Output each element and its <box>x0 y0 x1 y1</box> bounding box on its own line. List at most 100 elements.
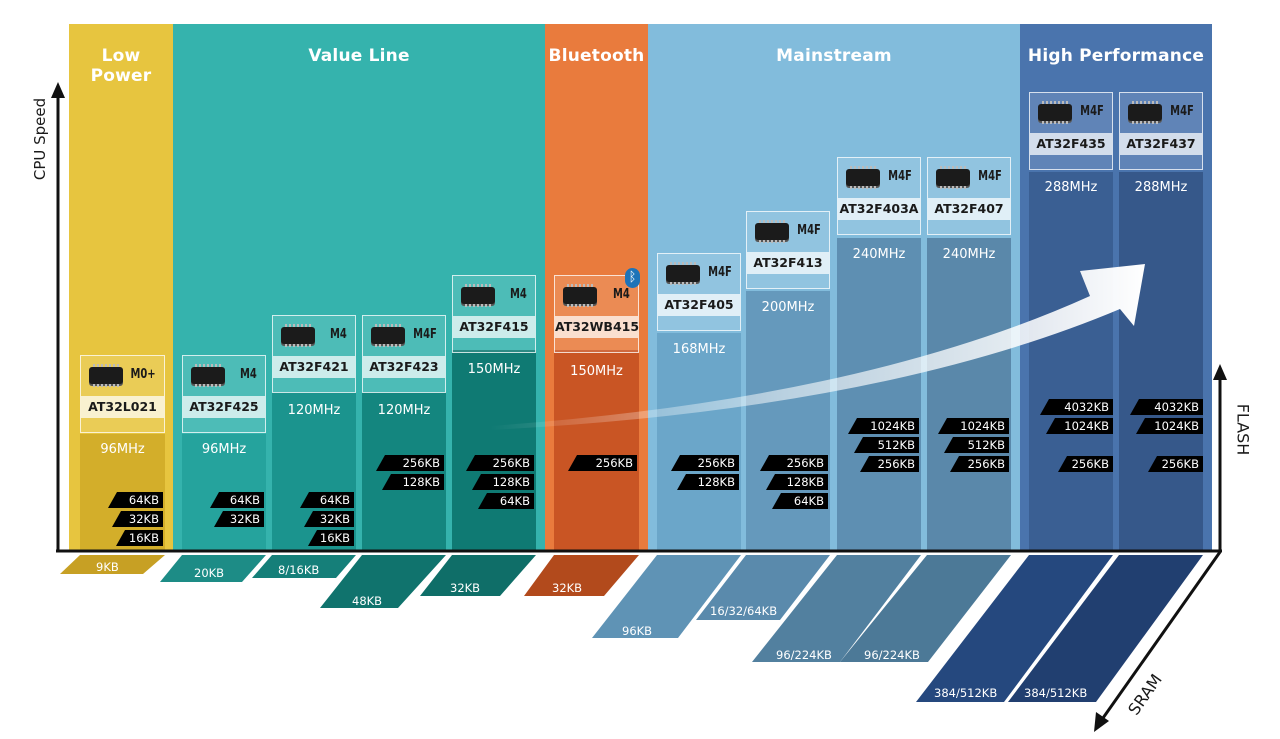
speed-at32f425: 96MHz <box>201 442 247 457</box>
flash-tag: 64KB <box>108 492 163 508</box>
core-label: M4F <box>1080 104 1104 119</box>
core-label: M4 <box>330 327 347 342</box>
chip-icon <box>755 220 789 243</box>
part-number: AT32F407 <box>928 198 1010 220</box>
flash-tag: 64KB <box>772 493 828 509</box>
band-title-high-performance: High Performance <box>1027 46 1205 66</box>
sram-label: 32KB <box>450 581 481 595</box>
flash-tag: 32KB <box>214 511 264 527</box>
sram-shape <box>752 555 921 662</box>
speed-at32f437: 288MHz <box>1134 180 1188 195</box>
sram-label: 9KB <box>96 560 119 574</box>
flash-tag: 16KB <box>116 530 163 546</box>
sram-label: 16/32/64KB <box>710 604 778 618</box>
flash-tag: 256KB <box>860 456 919 472</box>
product-card-at32f421: M4 AT32F421 <box>272 315 356 393</box>
flash-tag: 256KB <box>950 456 1009 472</box>
core-label: M4F <box>413 327 437 342</box>
part-number: AT32WB415 <box>555 316 639 338</box>
speed-at32f415: 150MHz <box>467 362 521 377</box>
chip-icon <box>666 262 700 285</box>
column-body-at32f407 <box>927 238 1011 552</box>
flash-tag: 256KB <box>671 455 739 471</box>
sram-shape <box>320 555 446 608</box>
speed-at32f413: 200MHz <box>761 300 815 315</box>
part-number: AT32L021 <box>81 396 164 418</box>
sram-label: 20KB <box>194 566 225 580</box>
sram-shape <box>1008 555 1203 702</box>
flash-tag: 1024KB <box>1046 418 1113 434</box>
flash-tag: 256KB <box>376 455 444 471</box>
chip-icon <box>89 364 123 387</box>
flash-tag: 128KB <box>382 474 444 490</box>
column-body-at32f437 <box>1119 172 1203 552</box>
speed-at32f423: 120MHz <box>377 403 431 418</box>
speed-at32f435: 288MHz <box>1044 180 1098 195</box>
flash-tag: 4032KB <box>1040 399 1113 415</box>
flash-tag: 256KB <box>568 455 637 471</box>
sram-label: 48KB <box>352 594 383 608</box>
flash-tag: 1024KB <box>938 418 1009 434</box>
flash-tag: 32KB <box>112 511 163 527</box>
core-label: M4F <box>978 169 1002 184</box>
product-card-at32f437: M4F AT32F437 <box>1119 92 1203 170</box>
flash-tag: 1024KB <box>1136 418 1203 434</box>
chip-icon <box>846 166 880 189</box>
sram-shape <box>916 555 1113 702</box>
speed-at32f405: 168MHz <box>672 342 726 357</box>
flash-tag: 128KB <box>677 474 739 490</box>
flash-tag: 1024KB <box>848 418 919 434</box>
part-number: AT32F405 <box>658 294 740 316</box>
sram-shape <box>840 555 1011 662</box>
speed-at32f403a: 240MHz <box>852 247 906 262</box>
part-number: AT32F421 <box>273 356 355 378</box>
chip-icon <box>461 284 495 307</box>
column-body-at32f405 <box>657 333 741 552</box>
chip-icon <box>1038 101 1072 124</box>
flash-tag: 128KB <box>472 474 534 490</box>
flash-tag: 256KB <box>1058 456 1113 472</box>
chip-icon <box>281 324 315 347</box>
flash-tag: 64KB <box>478 493 534 509</box>
speed-at32l021: 96MHz <box>100 442 145 457</box>
flash-tag: 256KB <box>1148 456 1203 472</box>
product-card-at32wb415: M4 AT32WB415 <box>554 275 639 353</box>
flash-tag: 64KB <box>300 492 354 508</box>
part-number: AT32F413 <box>747 252 829 274</box>
core-label: M4F <box>888 169 912 184</box>
sram-label: 8/16KB <box>278 563 320 577</box>
product-card-at32l021: M0+ AT32L021 <box>80 355 165 433</box>
core-label: M4F <box>1170 104 1194 119</box>
column-body-at32f413 <box>746 291 830 552</box>
product-card-at32f435: M4F AT32F435 <box>1029 92 1113 170</box>
core-label: M4F <box>708 265 732 280</box>
chip-icon <box>563 284 597 307</box>
part-number: AT32F403A <box>838 198 920 220</box>
sram-axis-line <box>1101 551 1222 719</box>
core-label: M0+ <box>130 367 156 382</box>
part-number: AT32F415 <box>453 316 535 338</box>
product-card-at32f425: M4 AT32F425 <box>182 355 266 433</box>
column-body-at32f435 <box>1029 172 1113 552</box>
band-title-value-line: Value Line <box>308 46 410 66</box>
sram-label: 384/512KB <box>934 686 998 700</box>
product-card-at32f405: M4F AT32F405 <box>657 253 741 331</box>
flash-tag: 64KB <box>210 492 264 508</box>
flash-tag: 256KB <box>466 455 534 471</box>
cpu-speed-axis-label: CPU Speed <box>31 97 49 181</box>
core-label: M4 <box>510 287 527 302</box>
chip-icon <box>1128 101 1162 124</box>
sram-arrowhead-icon <box>1094 712 1109 732</box>
bluetooth-icon: ᛒ <box>625 268 640 288</box>
product-card-at32f403a: M4F AT32F403A <box>837 157 921 235</box>
column-body-at32f415 <box>452 350 536 552</box>
part-number: AT32F435 <box>1030 133 1112 155</box>
product-card-at32f407: M4F AT32F407 <box>927 157 1011 235</box>
sram-label: 384/512KB <box>1024 686 1088 700</box>
speed-at32f421: 120MHz <box>287 403 341 418</box>
part-number: AT32F437 <box>1120 133 1202 155</box>
core-label: M4F <box>797 223 821 238</box>
speed-at32wb415: 150MHz <box>570 364 623 379</box>
flash-tag: 128KB <box>766 474 828 490</box>
part-number: AT32F423 <box>363 356 445 378</box>
